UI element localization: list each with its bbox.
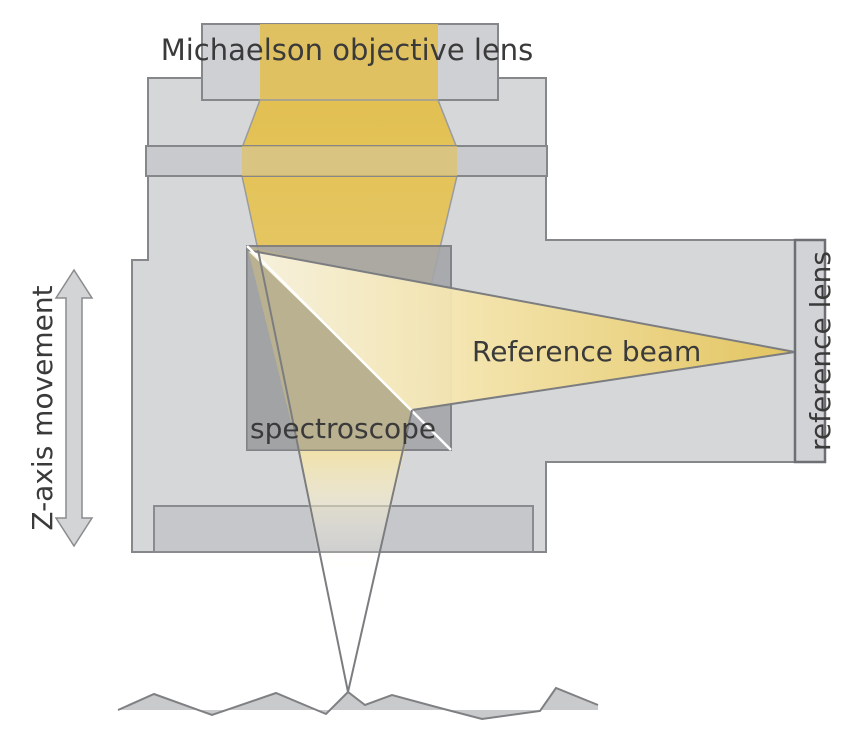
reference-beam-label: Reference beam xyxy=(472,335,701,368)
objective-beam-top xyxy=(260,24,438,100)
reference-beam-shape xyxy=(247,250,795,410)
lower-beam xyxy=(298,450,405,575)
sample-surface xyxy=(118,688,598,719)
spectroscope-label: spectroscope xyxy=(250,412,436,445)
reference-lens-label: reference lens xyxy=(804,251,837,451)
splitter-diagonal xyxy=(246,245,452,451)
cube-shade xyxy=(247,246,298,450)
reference-lens-box xyxy=(793,238,827,464)
sample-surface-line xyxy=(117,686,599,721)
lens-mount-bar-beam xyxy=(242,146,457,176)
z-axis-label: Z-axis movement xyxy=(26,285,59,530)
z-axis-arrow-icon xyxy=(54,268,94,548)
objective-lens-label: Michaelson objective lens xyxy=(161,33,534,67)
